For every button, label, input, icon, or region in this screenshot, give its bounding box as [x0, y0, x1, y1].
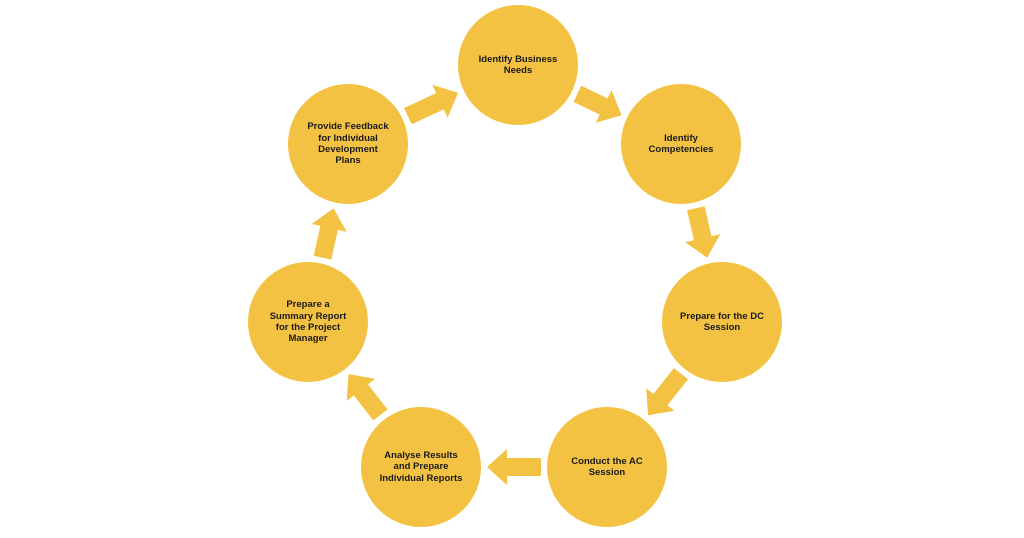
- flow-arrow-7-to-1: [404, 84, 459, 125]
- flow-arrow-2-to-3: [685, 206, 721, 258]
- step-label: Identify Business Needs: [478, 53, 558, 76]
- flow-arrow-4-to-5: [487, 449, 541, 485]
- step-provide-feedback: Provide Feedback for Individual Developm…: [288, 84, 408, 204]
- step-identify-competencies: Identify Competencies: [621, 84, 741, 204]
- step-label: Provide Feedback for Individual Developm…: [307, 121, 389, 167]
- step-label: Prepare for the DC Session: [680, 310, 764, 333]
- flow-arrow-3-to-4: [646, 368, 688, 416]
- step-label: Conduct the AC Session: [571, 455, 643, 478]
- step-analyse-results: Analyse Results and Prepare Individual R…: [361, 407, 481, 527]
- step-label: Analyse Results and Prepare Individual R…: [379, 449, 463, 484]
- flow-arrow-6-to-7: [311, 208, 347, 260]
- flow-arrow-1-to-2: [573, 85, 622, 123]
- flow-arrow-5-to-6: [346, 374, 388, 421]
- step-label: Prepare a Summary Report for the Project…: [269, 299, 347, 345]
- step-prepare-dc-session: Prepare for the DC Session: [662, 262, 782, 382]
- step-identify-business-needs: Identify Business Needs: [458, 5, 578, 125]
- step-label: Identify Competencies: [648, 132, 714, 155]
- step-conduct-ac-session: Conduct the AC Session: [547, 407, 667, 527]
- step-prepare-summary-report: Prepare a Summary Report for the Project…: [248, 262, 368, 382]
